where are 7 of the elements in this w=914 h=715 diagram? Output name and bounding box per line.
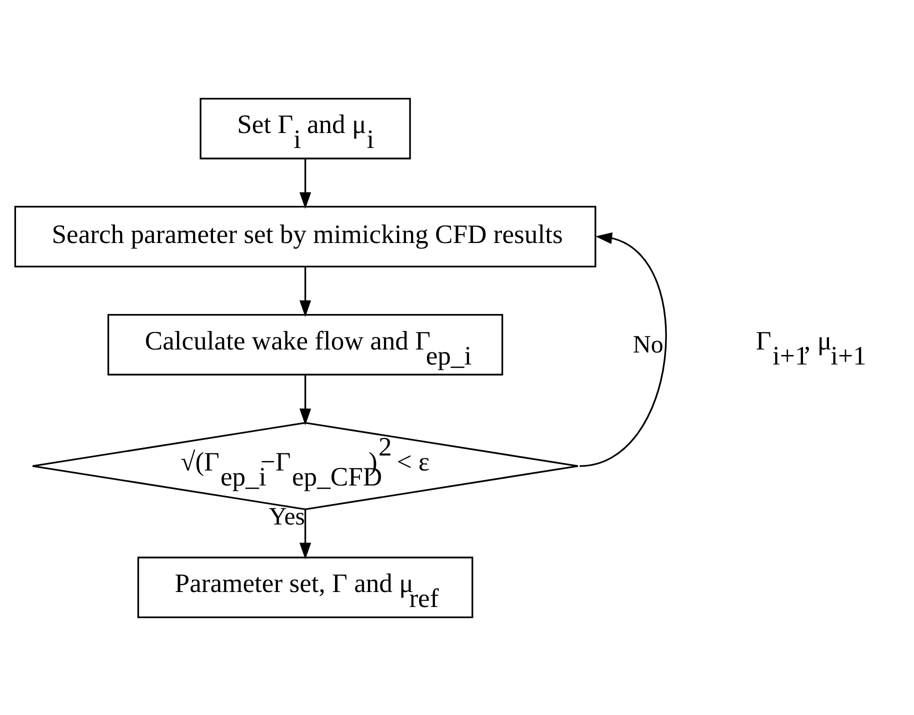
- arrow: [299, 158, 312, 208]
- arrow: [299, 509, 312, 559]
- node-box: Search parameter set by mimicking CFD results: [14, 205, 596, 267]
- arrow: [299, 266, 312, 316]
- arrow: [579, 232, 667, 466]
- arrow: [299, 374, 312, 425]
- edge-label: No: [632, 330, 664, 358]
